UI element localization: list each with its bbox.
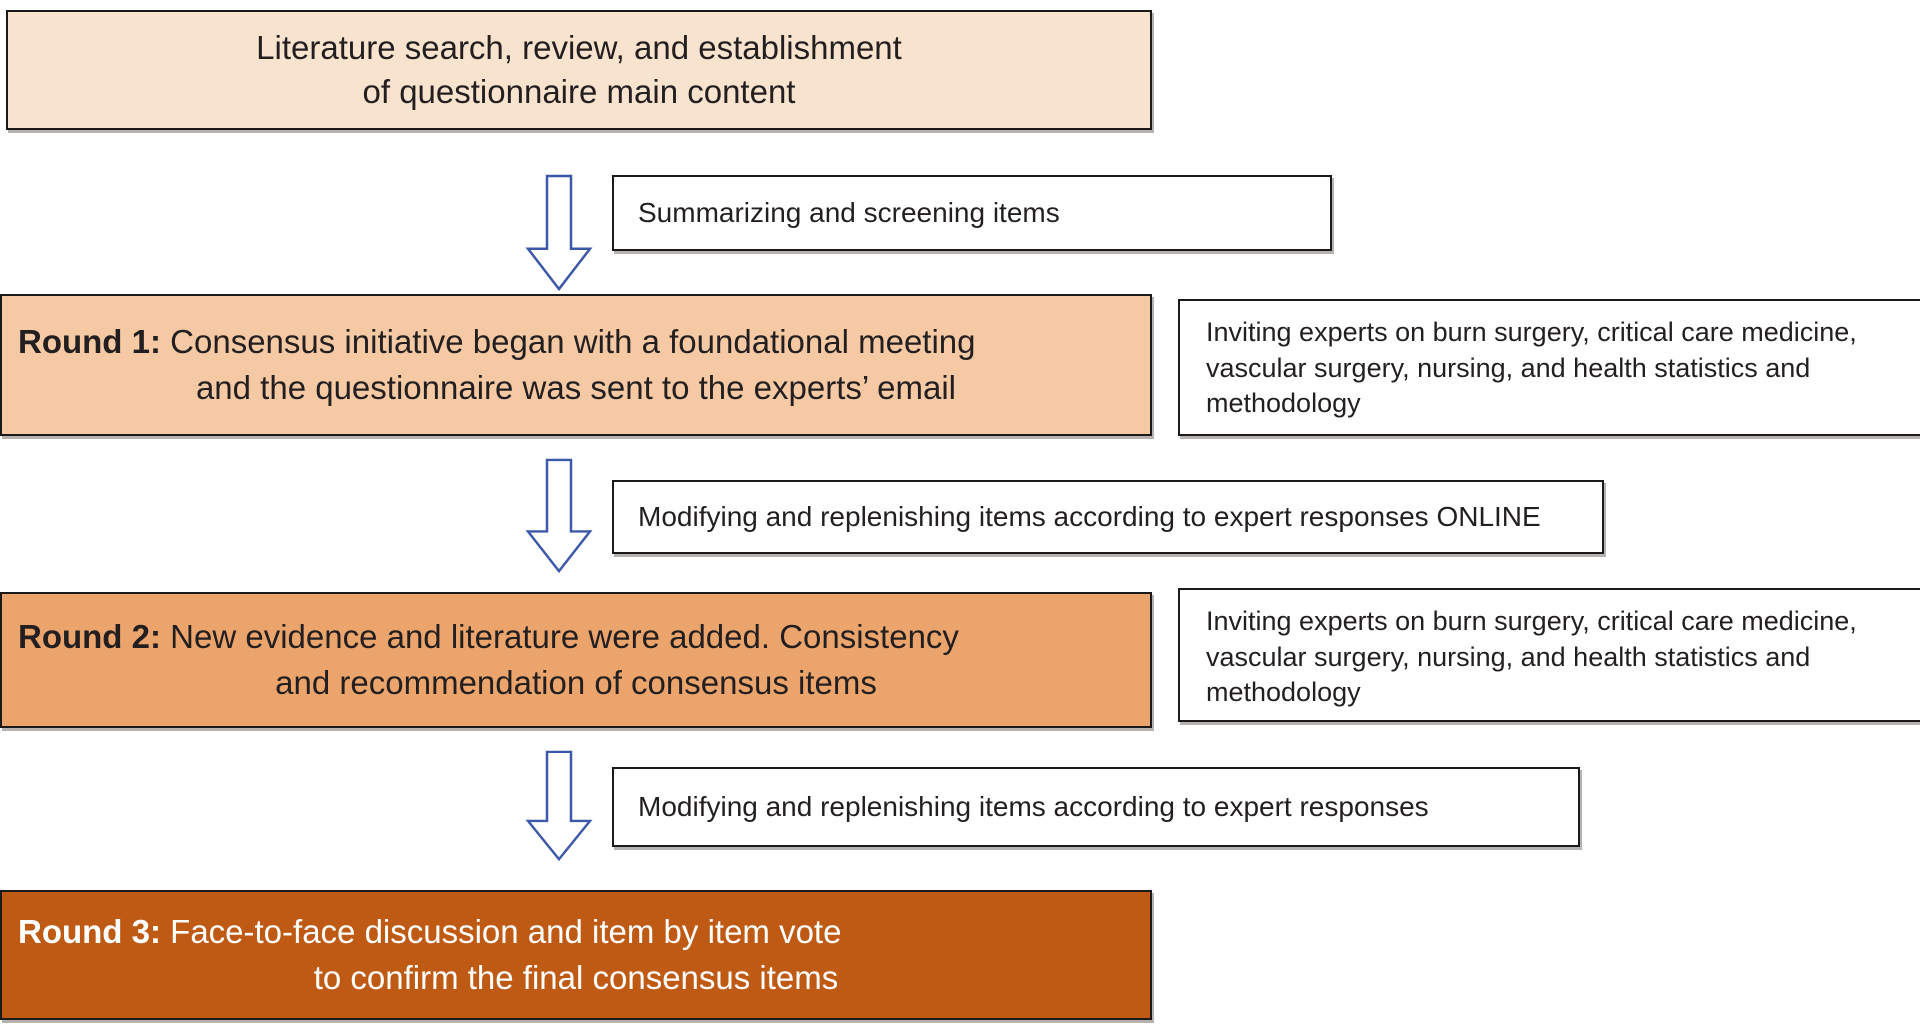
summarizing-note-box: Summarizing and screening items xyxy=(612,175,1332,251)
round2-label: Round 2: xyxy=(18,618,161,656)
summarizing-note-text: Summarizing and screening items xyxy=(638,197,1060,228)
round2-line1: New evidence and literature were added. … xyxy=(170,618,959,656)
round1-side-note-text: Inviting experts on burn surgery, critic… xyxy=(1206,317,1857,419)
literature-search-line2: of questionnaire main content xyxy=(362,73,796,110)
down-arrow-icon xyxy=(524,458,594,574)
modifying-online-note-text: Modifying and replenishing items accordi… xyxy=(638,501,1541,532)
round3-line1: Face-to-face discussion and item by item… xyxy=(170,913,842,951)
literature-search-line1: Literature search, review, and establish… xyxy=(256,29,902,67)
round1-side-note-box: Inviting experts on burn surgery, critic… xyxy=(1178,299,1920,436)
down-arrow-icon xyxy=(524,750,594,862)
round2-box: Round 2: New evidence and literature wer… xyxy=(0,592,1152,728)
round3-label: Round 3: xyxy=(18,913,161,951)
modifying-note-text: Modifying and replenishing items accordi… xyxy=(638,791,1429,822)
round1-line1: Consensus initiative began with a founda… xyxy=(170,323,976,361)
round2-side-note-text: Inviting experts on burn surgery, critic… xyxy=(1206,606,1857,708)
round1-line2: and the questionnaire was sent to the ex… xyxy=(195,369,957,406)
round2-line2: and recommendation of consensus items xyxy=(275,664,877,701)
round2-side-note-box: Inviting experts on burn surgery, critic… xyxy=(1178,588,1920,722)
down-arrow-icon xyxy=(524,174,594,292)
round3-box: Round 3: Face-to-face discussion and ite… xyxy=(0,890,1152,1020)
round1-box: Round 1: Consensus initiative began with… xyxy=(0,294,1152,436)
modifying-note-box: Modifying and replenishing items accordi… xyxy=(612,767,1580,847)
literature-search-box: Literature search, review, and establish… xyxy=(6,10,1152,130)
round1-label: Round 1: xyxy=(18,323,161,361)
round3-line2: to confirm the final consensus items xyxy=(313,959,839,996)
modifying-online-note-box: Modifying and replenishing items accordi… xyxy=(612,480,1604,554)
